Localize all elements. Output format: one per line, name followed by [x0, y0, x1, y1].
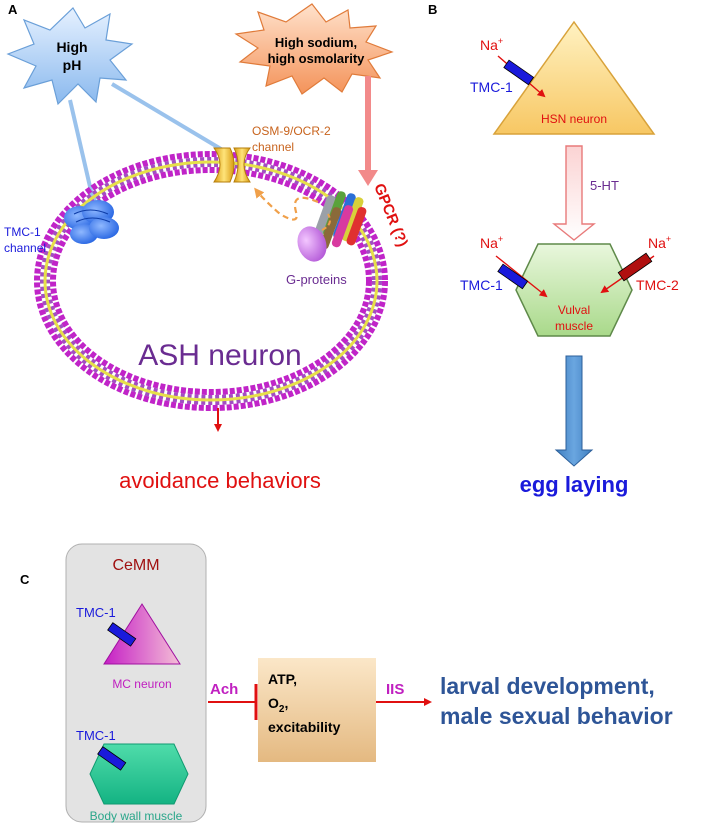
tmc1-bw-label: TMC-1 — [76, 728, 116, 743]
larval-development-label: larval development, — [440, 673, 655, 699]
g-proteins-label: G-proteins — [286, 272, 347, 287]
tmc1-bw-channel — [97, 746, 127, 771]
osm9-channel-label-2: channel — [252, 140, 294, 154]
ph-to-tmc1-arrow — [68, 99, 98, 207]
sodium-stimulus-burst — [234, 3, 394, 95]
atp-label: ATP, — [268, 671, 297, 687]
ph-stimulus-label-1: High — [56, 39, 87, 55]
gpcr-label: GPCR (?) — [370, 181, 411, 249]
sodium-stimulus-label-2: high osmolarity — [268, 51, 366, 66]
iis-label: IIS — [386, 681, 404, 698]
gpcr-to-osm9-arrow — [254, 187, 319, 221]
tmc1-channel-label-1: TMC-1 — [4, 225, 41, 239]
tmc1-top-label: TMC-1 — [470, 79, 513, 95]
na-left-arrow — [495, 255, 548, 298]
egg-laying-arrow — [554, 355, 594, 467]
ph-to-osm9-line — [110, 82, 228, 154]
tmc1-channel-a — [64, 200, 119, 244]
body-wall-label: Body wall muscle — [90, 809, 183, 823]
na-top-label: Na+ — [480, 36, 503, 53]
ph-stimulus-label-2: pH — [63, 57, 82, 73]
ash-neuron-membrane — [34, 151, 388, 411]
gpcr-receptor — [313, 191, 367, 250]
na-top-plus: + — [498, 36, 503, 46]
hsn-neuron-triangle — [492, 20, 656, 135]
na-right-plus: + — [666, 234, 671, 244]
egg-laying-label: egg laying — [520, 472, 629, 497]
na-top-text: Na — [480, 37, 498, 53]
tmc1-mid-channel — [497, 263, 529, 290]
sodium-to-gpcr-arrowhead — [358, 170, 378, 186]
tmc1-mc-label: TMC-1 — [76, 605, 116, 620]
ach-label: Ach — [210, 681, 238, 698]
ash-neuron-label: ASH neuron — [138, 339, 301, 372]
na-left-plus: + — [498, 234, 503, 244]
avoidance-behaviors-label: avoidance behaviors — [119, 468, 321, 493]
na-left-label: Na+ — [480, 234, 503, 251]
vulval-label-2: muscle — [555, 319, 593, 333]
cemm-title: CeMM — [112, 557, 159, 574]
vulval-label-1: Vulval — [558, 303, 590, 317]
panel-c-letter: C — [20, 572, 30, 587]
oxygen-comma: , — [284, 695, 288, 711]
tmc1-mid-label: TMC-1 — [460, 277, 503, 293]
panel-b: B HSN neuron Na+ TMC-1 5-HT Vulval muscl… — [428, 2, 679, 497]
oxygen-o: O — [268, 695, 279, 711]
na-right-text: Na — [648, 235, 666, 251]
serotonin-label: 5-HT — [590, 178, 619, 193]
tmc1-channel-label-2: channel — [4, 241, 46, 255]
panel-b-letter: B — [428, 2, 437, 17]
panel-a-letter: A — [8, 2, 18, 17]
vulval-muscle-hexagon — [515, 243, 633, 337]
osm9-channel-label-1: OSM-9/OCR-2 — [252, 124, 331, 138]
g-protein-blob — [297, 226, 327, 262]
hsn-neuron-label: HSN neuron — [541, 112, 607, 126]
panel-a: A High pH High sodium, high osmolarity — [4, 2, 411, 493]
serotonin-arrow — [552, 145, 596, 241]
g-protein-link — [321, 213, 331, 231]
oxygen-label: O2, — [268, 695, 288, 715]
male-sexual-behavior-label: male sexual behavior — [440, 703, 673, 729]
excitability-label: excitability — [268, 719, 341, 735]
panel-c: C CeMM MC neuron TMC-1 TMC-1 Body wall m… — [20, 543, 673, 823]
mc-neuron-label: MC neuron — [112, 677, 171, 691]
sodium-stimulus-label-1: High sodium, — [275, 35, 357, 50]
tmc1-mc-channel — [107, 622, 137, 647]
osm9-ocr2-channel — [213, 147, 251, 183]
tmc1-top-channel — [503, 59, 535, 86]
tmc2-label: TMC-2 — [636, 277, 679, 293]
oxygen-subscript: 2 — [279, 704, 285, 715]
metabolic-state-box — [258, 658, 376, 762]
ph-stimulus-burst — [6, 7, 134, 106]
tmc2-channel — [617, 252, 653, 282]
na-right-label: Na+ — [648, 234, 671, 251]
na-left-text: Na — [480, 235, 498, 251]
